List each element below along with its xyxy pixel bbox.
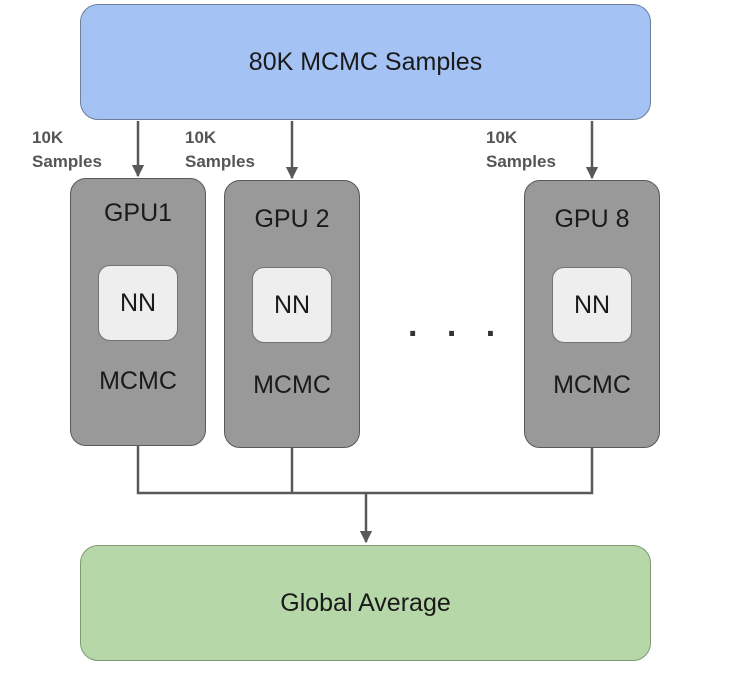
split-label-2: 10K Samples <box>185 128 255 171</box>
gpu-mcmc-label: MCMC <box>99 367 177 395</box>
mcmc-samples-box: 80K MCMC Samples <box>80 4 651 120</box>
ellipsis: . . . <box>408 306 506 344</box>
nn-box: NN <box>252 267 332 343</box>
split-label-8: 10K Samples <box>486 128 556 171</box>
gpu-box-1: GPU1 NN MCMC <box>70 178 206 446</box>
nn-box: NN <box>552 267 632 343</box>
gpu-mcmc-label: MCMC <box>553 371 631 399</box>
gpu-title: GPU 2 <box>254 205 330 233</box>
gpu-box-2: GPU 2 NN MCMC <box>224 180 360 448</box>
nn-label: NN <box>573 290 611 319</box>
gpu-title: GPU 8 <box>554 205 630 233</box>
global-average-label: Global Average <box>280 588 451 617</box>
gpu-box-8: GPU 8 NN MCMC <box>524 180 660 448</box>
nn-box: NN <box>98 265 178 341</box>
gpu-title: GPU1 <box>103 199 173 227</box>
merge-lines <box>136 446 594 495</box>
split-label-1: 10K Samples <box>32 128 102 171</box>
nn-label: NN <box>273 290 311 319</box>
global-average-box: Global Average <box>80 545 651 661</box>
nn-label: NN <box>119 288 157 317</box>
gpu-mcmc-label: MCMC <box>253 371 331 399</box>
mcmc-samples-label: 80K MCMC Samples <box>248 47 483 76</box>
